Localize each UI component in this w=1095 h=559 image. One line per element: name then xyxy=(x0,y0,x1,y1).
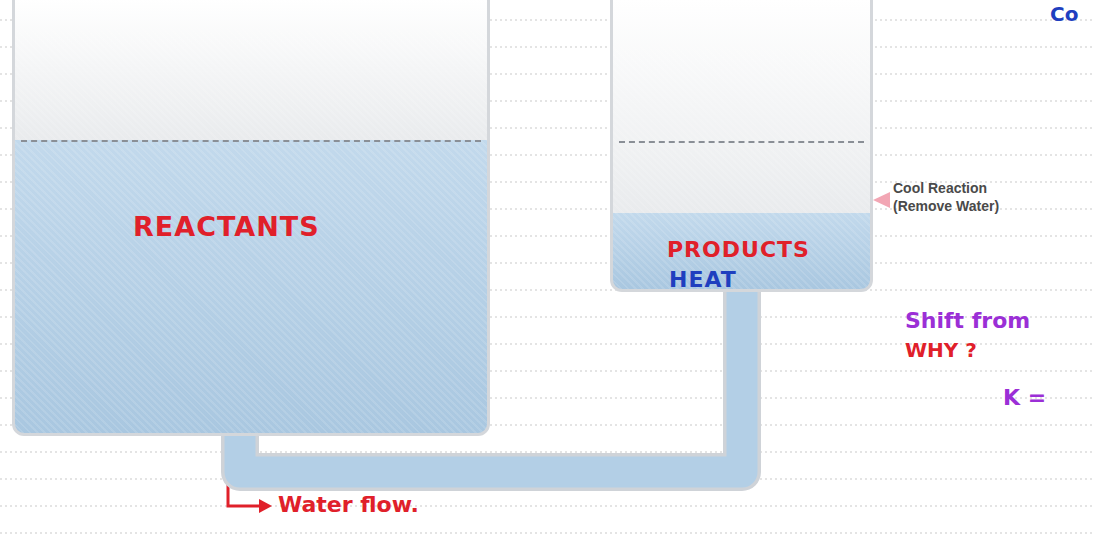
handwritten-note: Shift from xyxy=(905,308,1030,333)
pointer-arrow xyxy=(873,192,890,208)
tank-label: PRODUCTS xyxy=(667,237,810,262)
handwritten-note: WHY ? xyxy=(905,338,977,362)
leader-arrowhead xyxy=(259,499,272,513)
equation-fragment: K = xyxy=(1003,385,1046,410)
ruled-line xyxy=(0,533,1095,534)
ruled-line xyxy=(0,452,1095,453)
water-level-line xyxy=(21,140,481,142)
flow-note: Water flow. xyxy=(278,492,419,517)
water-tank: PRODUCTS HEAT xyxy=(610,0,873,292)
water-tank: REACTANTS xyxy=(12,0,490,436)
action-note: Cool Reaction (Remove Water) xyxy=(893,180,1033,215)
tank-label: REACTANTS xyxy=(133,211,320,242)
water-level-line xyxy=(619,141,864,143)
cut-heading: Co xyxy=(1050,2,1078,26)
ruled-line xyxy=(0,506,1095,507)
tank-label: HEAT xyxy=(669,267,737,292)
